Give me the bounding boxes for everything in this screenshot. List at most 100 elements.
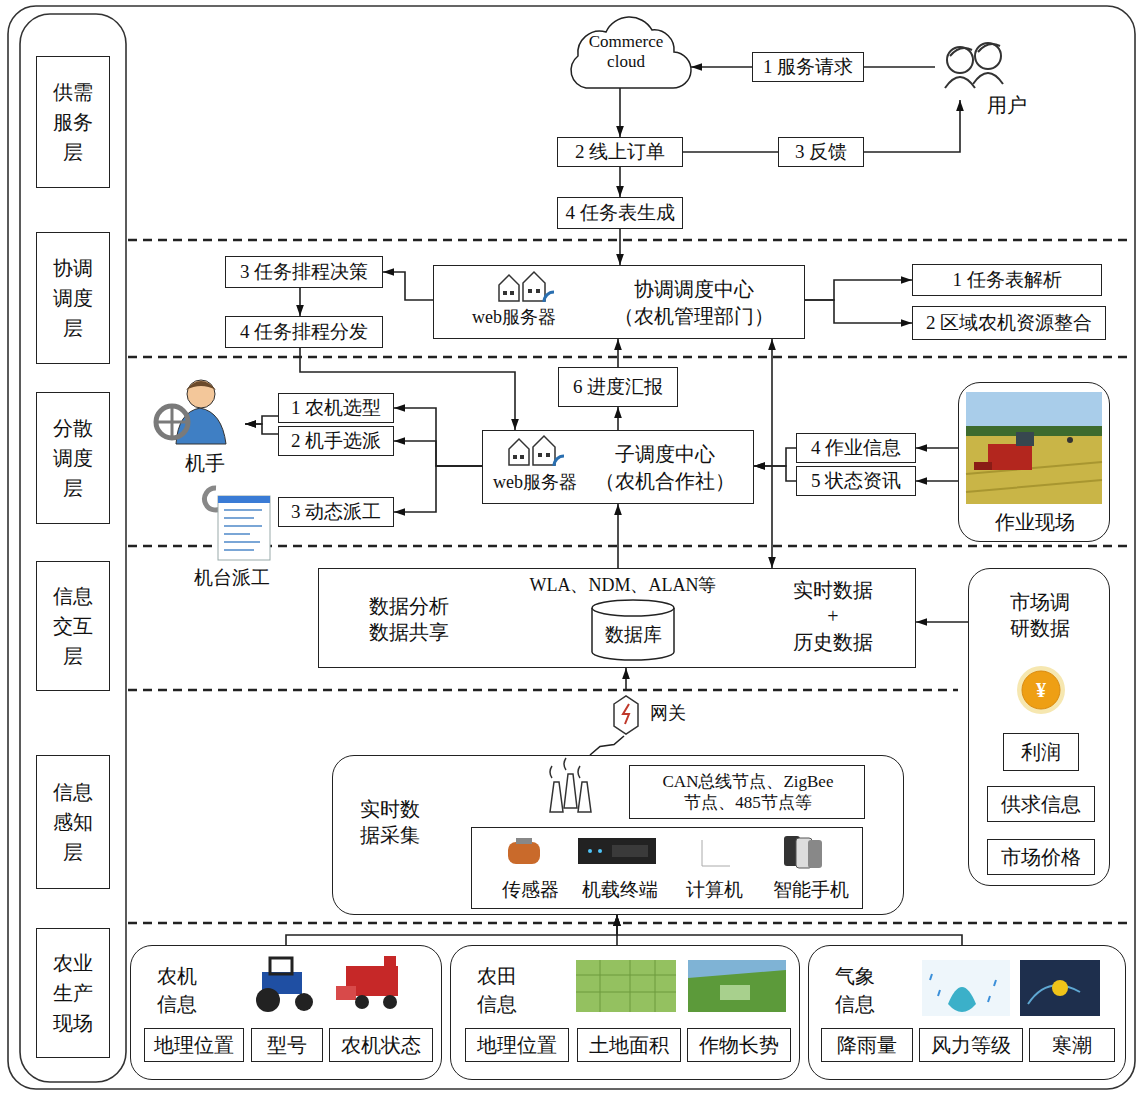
layer-divider: [128, 545, 1133, 548]
connector: [299, 288, 301, 316]
connector: [754, 448, 796, 466]
process-box: 地理位置: [465, 1028, 569, 1062]
node-text: 降雨量: [837, 1033, 897, 1057]
node-text: 地理位置: [154, 1033, 234, 1057]
process-box: 寒潮: [1029, 1028, 1115, 1062]
process-box: 市场价格: [987, 839, 1095, 875]
field-photo: [974, 462, 992, 470]
node-text: 2 机手选派: [291, 430, 381, 453]
operator-node: 机手: [145, 372, 245, 472]
connector: [864, 66, 935, 68]
layer-box: 分散调度层: [36, 392, 110, 524]
field-photo: [966, 436, 1102, 504]
user-icon: [947, 47, 973, 73]
process-box: 3 任务排程决策: [225, 256, 383, 288]
node-text: 农田信息: [477, 962, 519, 1018]
tractor-icon: [256, 958, 313, 1012]
layer-divider: [128, 356, 1133, 359]
connector: [286, 915, 617, 945]
node-text: 作业现场: [959, 509, 1111, 535]
layer-box: 信息交互层: [36, 561, 110, 691]
layer-divider: [128, 239, 1133, 242]
connector: [754, 466, 796, 481]
antenna-icon: [578, 782, 591, 812]
node-list-box: CAN总线节点、ZigBee节点、485节点等: [629, 765, 865, 819]
market-box: 市场调研数据利润供求信息市场价格: [968, 568, 1110, 886]
connector: [916, 480, 958, 482]
harvester-icon: [355, 995, 369, 1009]
node-text: 实时数据采集: [359, 796, 421, 848]
node-text: CAN总线节点、ZigBee节点、485节点等: [658, 771, 838, 814]
operator-icon: [156, 380, 226, 444]
process-box: 地理位置: [144, 1028, 244, 1062]
node-text: 信息感知层: [53, 777, 93, 867]
group-box: 农机信息地理位置型号农机状态: [130, 945, 442, 1080]
cloud-shape: Commerce cloud: [556, 10, 696, 102]
antenna-icon: [550, 782, 563, 812]
node-text: 农业生产现场: [53, 948, 93, 1038]
field-image: [576, 960, 786, 1012]
dispatch-icon: [224, 510, 262, 550]
field-photo: [966, 462, 1102, 492]
device-icons: [598, 849, 602, 853]
server-icon: [499, 272, 554, 302]
user-icon: [975, 43, 1001, 69]
node-text: 作物长势: [699, 1033, 779, 1057]
operator-icon: [187, 380, 215, 408]
user-icon: [950, 48, 972, 56]
node-text: WLA、NDM、ALAN等: [499, 574, 747, 597]
node-text: 智能手机: [768, 878, 854, 903]
node-text: web服务器: [472, 306, 556, 329]
group-box: 农田信息地理位置土地面积作物长势: [450, 945, 800, 1080]
node-text: 1 服务请求: [763, 56, 853, 79]
device-box: 传感器机载终端计算机智能手机: [471, 827, 863, 909]
dispatch-icon: [218, 496, 270, 503]
node-text: 3 任务排程决策: [240, 261, 368, 284]
connector: [683, 151, 778, 153]
device-icons: [612, 845, 648, 857]
gateway-icon: [623, 704, 629, 724]
server-box: web服务器子调度中心 （农机合作社）: [482, 430, 754, 504]
node-text: web服务器: [493, 471, 577, 494]
process-box: 供求信息: [987, 786, 1095, 822]
node-text: 机载终端: [578, 878, 662, 903]
field-photo: [966, 392, 1102, 504]
node-text: 4 任务表生成: [565, 202, 674, 225]
device-icons: [508, 836, 822, 868]
layer-divider: [128, 240, 1133, 923]
device-icons: [702, 840, 730, 866]
node-text: 市场调研数据: [1009, 589, 1071, 641]
connector: [625, 668, 627, 690]
process-box: 作物长势: [687, 1028, 791, 1062]
harvester-icon: [336, 986, 356, 1000]
layer-box: 农业生产现场: [36, 928, 110, 1058]
dispatch-icon: [205, 488, 270, 560]
device-icons: [578, 838, 656, 864]
harvester-icon: [384, 956, 396, 968]
field-photo: [1016, 432, 1034, 446]
user-icon: [945, 43, 1003, 88]
tractor-icon: [256, 988, 280, 1012]
node-text: 计算机: [678, 878, 750, 903]
process-box: 2 区域农机资源整合: [912, 306, 1106, 340]
process-box: 降雨量: [821, 1028, 913, 1062]
connector: [619, 167, 621, 197]
connector: [619, 88, 621, 137]
process-box: 1 任务表解析: [912, 264, 1102, 296]
group-box: 气象信息降雨量风力等级寒潮: [808, 945, 1126, 1080]
node-text: 机台派工: [190, 566, 274, 591]
dispatch-icon: [218, 496, 270, 560]
operator-icon: [156, 406, 188, 438]
field-photo: [1067, 437, 1073, 443]
harvester-icon: [383, 995, 397, 1009]
outer-frame: [8, 6, 1135, 1089]
field-image: [576, 960, 676, 1012]
node-text: 利润: [1021, 740, 1061, 764]
node-text: Commerce cloud: [584, 32, 668, 73]
field-photo: [966, 392, 1102, 504]
node-text: 地理位置: [477, 1033, 557, 1057]
connector: [617, 915, 962, 945]
cloud-outline: [571, 17, 691, 88]
symbol-label: ¥: [1031, 678, 1051, 702]
weather-image: [930, 974, 996, 1002]
